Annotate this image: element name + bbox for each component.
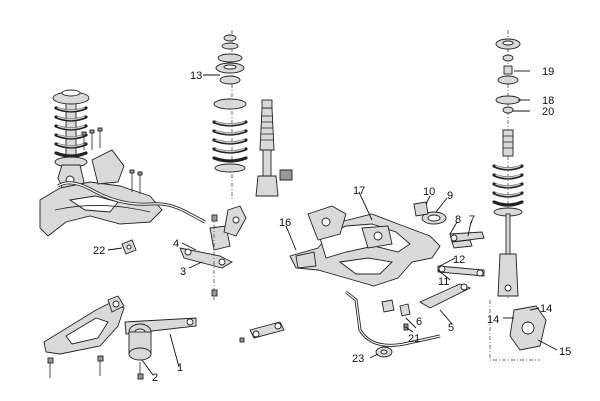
callout-15: 15 — [559, 346, 571, 358]
callout-9: 9 — [447, 190, 453, 202]
front-strut-assembly — [52, 89, 90, 196]
lower-control-arm — [43, 295, 197, 380]
callout-7: 7 — [469, 214, 475, 226]
callout-23: 23 — [352, 353, 364, 365]
leader-lines — [107, 70, 558, 376]
center-strut-assembly — [212, 30, 293, 200]
callout-3: 3 — [180, 266, 186, 278]
callout-4: 4 — [173, 238, 179, 250]
callout-10: 10 — [423, 186, 435, 198]
mount-rings — [413, 201, 447, 225]
callout-2: 2 — [152, 372, 158, 384]
callout-21: 21 — [408, 333, 420, 345]
callout-12: 12 — [453, 254, 465, 266]
upper-links — [449, 231, 485, 249]
rear-stabilizer-bar — [345, 290, 441, 347]
callout-labels: 1 2 3 4 5 6 7 8 9 10 11 12 13 14 14 15 1… — [93, 66, 571, 384]
callout-14-lower: 14 — [487, 314, 499, 326]
small-bolts-left — [81, 127, 143, 194]
stabilizer-bar — [57, 181, 206, 224]
callout-20: 20 — [542, 106, 554, 118]
callout-6: 6 — [416, 316, 422, 328]
lateral-links — [419, 265, 485, 309]
callout-11: 11 — [438, 276, 449, 288]
center-lower-link — [179, 205, 247, 300]
callout-1: 1 — [177, 362, 183, 374]
part-23-bushing — [375, 346, 393, 358]
callout-19: 19 — [542, 66, 554, 78]
callout-14-upper: 14 — [540, 303, 552, 315]
callout-17: 17 — [353, 185, 365, 197]
callout-16: 16 — [279, 217, 291, 229]
callout-5: 5 — [448, 322, 454, 334]
part-22-bracket — [121, 239, 137, 255]
callout-8: 8 — [455, 214, 461, 226]
rear-subframe — [289, 205, 441, 287]
small-link-bottom — [239, 321, 285, 343]
callout-13: 13 — [190, 70, 202, 82]
front-subframe-left — [39, 149, 163, 237]
callout-22: 22 — [93, 245, 105, 257]
rear-strut-assembly — [492, 30, 524, 300]
rear-knuckle — [489, 300, 547, 361]
callout-18: 18 — [542, 95, 554, 107]
